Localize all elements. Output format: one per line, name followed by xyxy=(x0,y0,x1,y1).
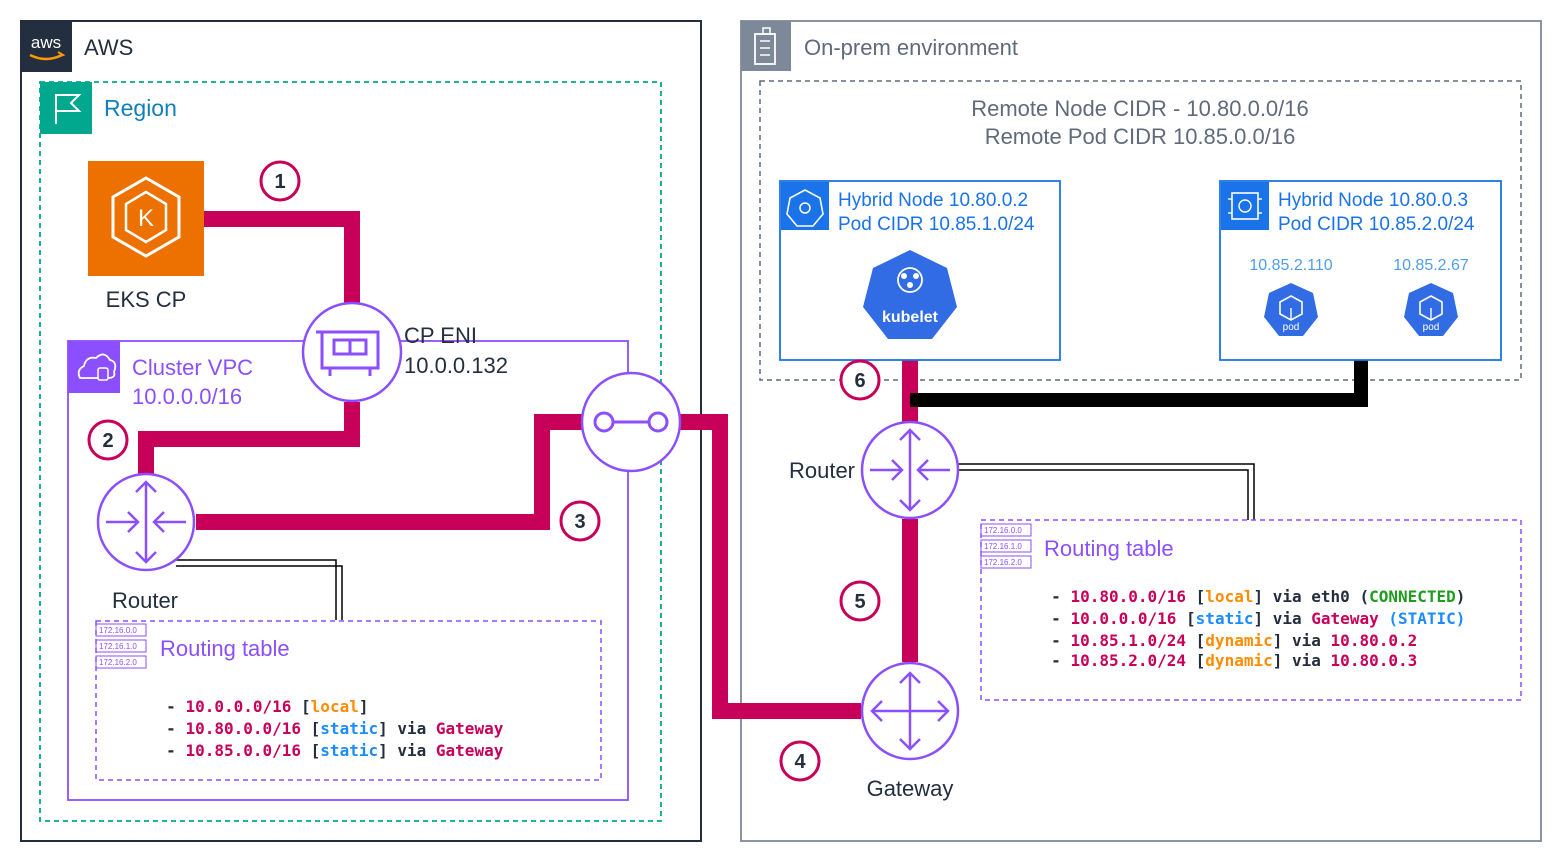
pod-icon: pod xyxy=(1264,283,1318,336)
eks-icon: K xyxy=(88,161,204,276)
traffic-path xyxy=(138,211,918,719)
kubelet-icon: kubelet xyxy=(863,250,957,339)
hybrid-node-1-pod-cidr: Pod CIDR 10.85.1.0/24 xyxy=(838,214,1035,235)
path-endpoint-to-gateway xyxy=(679,414,861,719)
path-eks-to-eni xyxy=(204,211,360,304)
onprem-box xyxy=(740,20,1542,842)
aws-route-row: - 10.85.0.0/16 [static] via Gateway xyxy=(118,741,532,760)
aws-logo-icon: aws xyxy=(21,21,72,72)
k8s-node-icon xyxy=(781,182,829,230)
rt-icon-row: 172.16.2.0 xyxy=(984,558,1022,567)
step-badge-5: 5 xyxy=(839,580,881,622)
hybrid-node-2-title: Hybrid Node 10.80.0.3 xyxy=(1278,190,1468,211)
remote-cidr-box xyxy=(759,80,1522,381)
vpc-cloud-icon xyxy=(68,341,120,393)
step-number: 4 xyxy=(794,751,806,773)
eni-icon xyxy=(301,301,403,403)
step-badge-3: 3 xyxy=(559,500,601,542)
rt-icon-row: 172.16.2.0 xyxy=(99,658,137,667)
step-badge-6: 6 xyxy=(839,359,881,401)
onprem-rt-connector xyxy=(958,463,1255,520)
onprem-routing-table-title: Routing table xyxy=(1044,536,1174,561)
aws-routing-table-title: Routing table xyxy=(160,636,290,661)
onprem-route-row: - 10.85.2.0/24 [dynamic] via 10.80.0.3 xyxy=(1003,651,1446,670)
region-title: Region xyxy=(104,95,177,121)
step-badge-4: 4 xyxy=(779,740,821,782)
aws-routing-table-box xyxy=(95,620,602,781)
onprem-route-row: - 10.0.0.0/16 [static] via Gateway (STAT… xyxy=(1003,609,1494,628)
eks-label: EKS CP xyxy=(106,287,187,312)
rt-icon-row: 172.16.1.0 xyxy=(984,542,1022,551)
rt-icon-row: 172.16.0.0 xyxy=(984,526,1022,535)
onprem-title: On-prem environment xyxy=(804,35,1018,60)
step-number: 5 xyxy=(854,591,865,613)
path-router-to-endpoint xyxy=(196,414,584,530)
aws-route-row: - 10.0.0.0/16 [local] xyxy=(118,697,397,716)
gateway-label: Gateway xyxy=(867,776,954,801)
onprem-routing-table-box xyxy=(980,519,1522,701)
onprem-router-label: Router xyxy=(789,458,855,483)
eni-label: CP ENI xyxy=(404,323,477,348)
building-icon xyxy=(741,21,791,71)
gateway-icon xyxy=(860,661,960,761)
chip-node-icon xyxy=(1221,182,1269,230)
vpc-cidr: 10.0.0.0/16 xyxy=(132,384,242,409)
step-badge-2: 2 xyxy=(87,419,129,461)
aws-cloud-box xyxy=(20,20,702,842)
remote-pod-cidr: Remote Pod CIDR 10.85.0.0/16 xyxy=(985,124,1296,149)
aws-rt-connector xyxy=(176,559,343,620)
step-number: 6 xyxy=(854,370,865,392)
path-router-to-hybrid-node-2 xyxy=(910,360,1368,407)
path-eni-to-router xyxy=(138,402,360,474)
hybrid-node-2-pod-cidr: Pod CIDR 10.85.2.0/24 xyxy=(1278,214,1475,235)
pod-label: pod xyxy=(1423,322,1440,333)
rt-icon-row: 172.16.0.0 xyxy=(99,626,137,635)
aws-logo-text: aws xyxy=(31,33,61,52)
step-badge-1: 1 xyxy=(259,160,301,202)
kubelet-label: kubelet xyxy=(882,309,939,326)
onprem-route-row: - 10.80.0.0/16 [local] via eth0 (CONNECT… xyxy=(1003,587,1494,606)
aws-router-label: Router xyxy=(112,588,178,613)
eni-ip: 10.0.0.132 xyxy=(404,353,508,378)
vpc-title: Cluster VPC xyxy=(132,355,253,380)
hybrid-node-1-title: Hybrid Node 10.80.0.2 xyxy=(838,190,1028,211)
aws-route-row: - 10.80.0.0/16 [static] via Gateway xyxy=(118,719,532,738)
pod-icon: pod xyxy=(1404,283,1458,336)
onprem-router-icon xyxy=(860,420,960,520)
flag-icon xyxy=(40,82,92,134)
onprem-route-row: - 10.85.1.0/24 [dynamic] via 10.80.0.2 xyxy=(1003,631,1446,650)
remote-node-cidr: Remote Node CIDR - 10.80.0.0/16 xyxy=(971,96,1309,121)
step-number: 2 xyxy=(102,430,113,452)
svg-text:K: K xyxy=(138,205,154,232)
step-number: 1 xyxy=(274,171,285,193)
routing-table-icon: 172.16.0.0 172.16.1.0 172.16.2.0 xyxy=(95,623,147,669)
pod-ip: 10.85.2.67 xyxy=(1393,257,1469,274)
pod-ip: 10.85.2.110 xyxy=(1249,257,1332,274)
step-number: 3 xyxy=(574,511,585,533)
vpn-endpoint-icon xyxy=(580,371,682,473)
pod-label: pod xyxy=(1283,322,1300,333)
rt-icon-row: 172.16.1.0 xyxy=(99,642,137,651)
aws-title: AWS xyxy=(84,35,133,60)
aws-router-icon xyxy=(96,472,196,572)
routing-table-icon: 172.16.0.0 172.16.1.0 172.16.2.0 xyxy=(980,523,1032,569)
